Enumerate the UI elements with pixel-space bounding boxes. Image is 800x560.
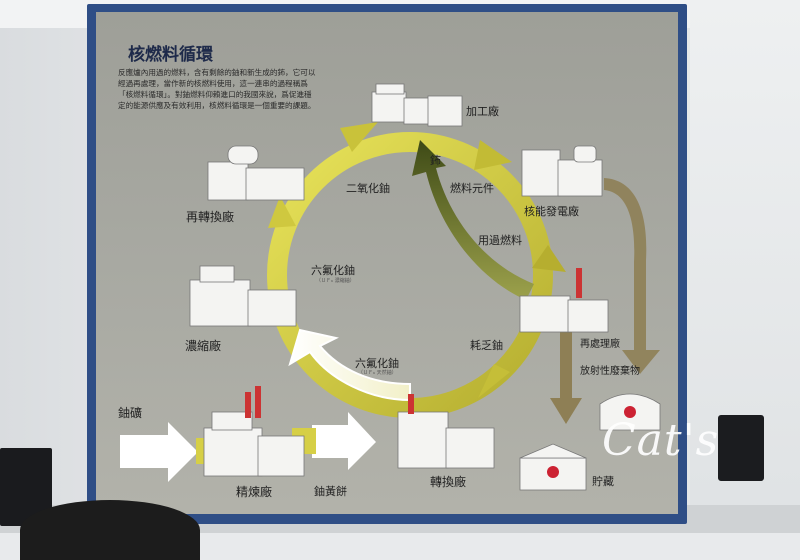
visitor-head-silhouette: [20, 500, 200, 560]
label-uf6-enriched-note: （ＵＦ₆ 濃縮鈾）: [316, 278, 355, 284]
enrichment-plant-building: [189, 265, 297, 327]
radiation-icon: [624, 406, 636, 418]
label-enrichment-plant: 濃縮廠: [185, 339, 222, 353]
intro-text: 反應爐內用過的燃料，含有剩餘的鈾和新生成的鈽，它可以經過再處理，當作新的核燃料使…: [118, 68, 316, 110]
ore-arrow: [120, 422, 198, 482]
label-spent-fuel: 用過燃料: [478, 234, 522, 247]
label-plutonium: 鈽: [430, 154, 441, 167]
radiation-icon: [547, 466, 559, 478]
label-uf6-note: （ＵＦ₆ 天然鈾）: [358, 370, 397, 376]
label-storage: 貯藏: [592, 475, 614, 488]
reconversion-plant-building: [207, 145, 305, 201]
conversion-plant-building: [397, 411, 495, 469]
label-reconversion-plant: 再轉換廠: [186, 210, 235, 224]
label-uranium-dioxide: 二氧化鈾: [346, 182, 390, 195]
cycle-diagram: [120, 83, 661, 491]
wall-speaker: [718, 415, 764, 481]
ring-arrow-top-left: [340, 122, 378, 152]
label-uf6: 六氟化鈾: [355, 357, 399, 370]
ring-arrow-top-right: [474, 140, 512, 170]
reprocessing-plant-building: [519, 295, 609, 333]
refinery-building: [203, 411, 305, 477]
ring-arrow-right: [532, 245, 566, 272]
label-reprocessing-plant: 再處理廠: [580, 339, 620, 350]
processing-plant-building: [371, 83, 463, 127]
plutonium-arrow: [412, 140, 534, 300]
label-refinery: 精煉廠: [236, 485, 273, 499]
label-nuclear-power-plant: 核能發電廠: [524, 205, 579, 218]
label-radioactive-waste: 放射性廢棄物: [580, 366, 640, 377]
panel-title: 核燃料循環: [128, 45, 213, 65]
label-uf6-enriched: 六氟化鈾: [311, 264, 355, 277]
uf6-white-arrow: [288, 328, 411, 402]
label-uranium-ore: 鈾礦: [118, 406, 143, 420]
ring-arrow-left: [268, 196, 296, 228]
label-processing-plant: 加工廠: [466, 105, 499, 118]
reprocess-down-shaft: [560, 330, 572, 400]
chimneys: [245, 268, 582, 418]
label-depleted-uranium: 耗乏鈾: [470, 339, 503, 352]
yellowcake-arrow: [312, 412, 376, 470]
label-conversion-plant: 轉換廠: [430, 475, 467, 489]
waste-arrow: [604, 178, 660, 374]
reprocess-down-head: [550, 398, 582, 424]
label-fuel-element: 燃料元件: [450, 182, 494, 195]
nuclear-power-plant-building: [521, 145, 603, 197]
watermark: Cat's: [602, 415, 720, 466]
label-yellowcake: 鈾黃餅: [314, 485, 347, 498]
ring-arrow-bottom-right: [478, 364, 510, 398]
